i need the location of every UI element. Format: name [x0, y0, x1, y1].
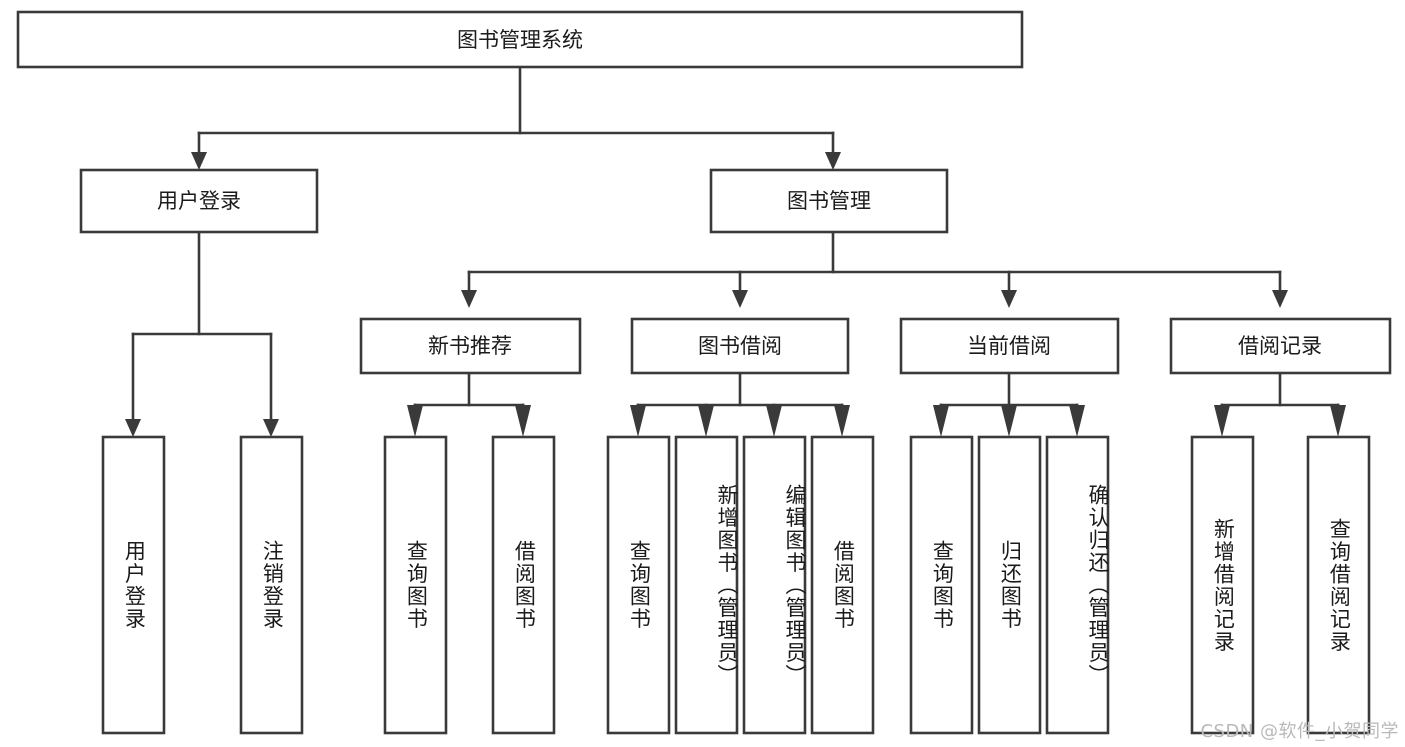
- leaf-box-add-book[interactable]: [674, 435, 739, 735]
- connector-group-book-borrow: [630, 371, 850, 437]
- connector-group-borrow-record: [1214, 371, 1346, 437]
- leaf-box-query-record[interactable]: [1306, 435, 1371, 735]
- leaf-box-return-book[interactable]: [977, 435, 1042, 735]
- arrowhead-user-login: [191, 152, 207, 170]
- arrowhead-leaf-query-record: [1330, 405, 1346, 437]
- node-current-borrow-label: 当前借阅: [967, 334, 1051, 358]
- arrowhead-leaf-user-login: [125, 419, 141, 437]
- arrowhead-book-manage: [825, 152, 841, 170]
- node-book-borrow-label: 图书借阅: [698, 334, 782, 358]
- node-root-label: 图书管理系统: [457, 28, 583, 52]
- node-root-box[interactable]: [16, 10, 1024, 69]
- arrowhead-new-book-rec: [461, 290, 477, 308]
- arrowhead-leaf-query-book-3: [933, 405, 949, 437]
- arrowhead-leaf-borrow-book-2: [834, 405, 850, 437]
- arrowhead-leaf-query-book-1: [407, 405, 423, 437]
- node-current-borrow-box[interactable]: [899, 317, 1120, 375]
- leaf-box-logout[interactable]: [239, 435, 304, 735]
- arrowhead-leaf-confirm-return: [1069, 405, 1085, 437]
- node-book-manage-box[interactable]: [709, 168, 949, 234]
- arrowhead-leaf-query-book-2: [630, 405, 646, 437]
- leaf-box-borrow-book-1[interactable]: [491, 435, 556, 735]
- node-book-manage-label: 图书管理: [787, 189, 871, 213]
- node-borrow-record-box[interactable]: [1169, 317, 1392, 375]
- connector-group-user-login: [125, 230, 279, 437]
- arrowhead-leaf-add-book: [698, 405, 714, 437]
- arrowhead-leaf-borrow-book-1: [515, 405, 531, 437]
- watermark-text: CSDN @软件_小贺同学: [1200, 721, 1399, 742]
- arrowhead-leaf-return-book: [1001, 405, 1017, 437]
- leaf-box-query-book-1[interactable]: [383, 435, 448, 735]
- arrowhead-leaf-add-record: [1214, 405, 1230, 437]
- leaf-box-borrow-book-2[interactable]: [810, 435, 875, 735]
- node-user-login-box[interactable]: [79, 168, 319, 234]
- arrowhead-borrow-record: [1272, 290, 1288, 308]
- arrowhead-leaf-edit-book: [766, 405, 782, 437]
- node-borrow-record-label: 借阅记录: [1238, 334, 1322, 358]
- leaf-box-user-login[interactable]: [101, 435, 166, 735]
- node-book-borrow-box[interactable]: [630, 317, 850, 375]
- leaf-box-add-record[interactable]: [1190, 435, 1255, 735]
- arrowhead-current-borrow: [1001, 290, 1017, 308]
- connector-group-new-book-rec: [407, 371, 531, 437]
- node-new-book-rec-box[interactable]: [359, 317, 582, 375]
- arrowhead-book-borrow: [732, 290, 748, 308]
- arrowhead-leaf-logout: [263, 419, 279, 437]
- connector-group-book-manage: [461, 230, 1288, 308]
- node-new-book-rec-label: 新书推荐: [428, 334, 512, 358]
- connector-group-root: [191, 65, 841, 170]
- leaf-box-confirm-return[interactable]: [1045, 435, 1110, 735]
- leaf-box-query-book-3[interactable]: [909, 435, 974, 735]
- connector-group-current-borrow: [933, 371, 1085, 437]
- leaf-box-query-book-2[interactable]: [606, 435, 671, 735]
- leaf-box-edit-book[interactable]: [742, 435, 807, 735]
- node-user-login-label: 用户登录: [157, 189, 241, 213]
